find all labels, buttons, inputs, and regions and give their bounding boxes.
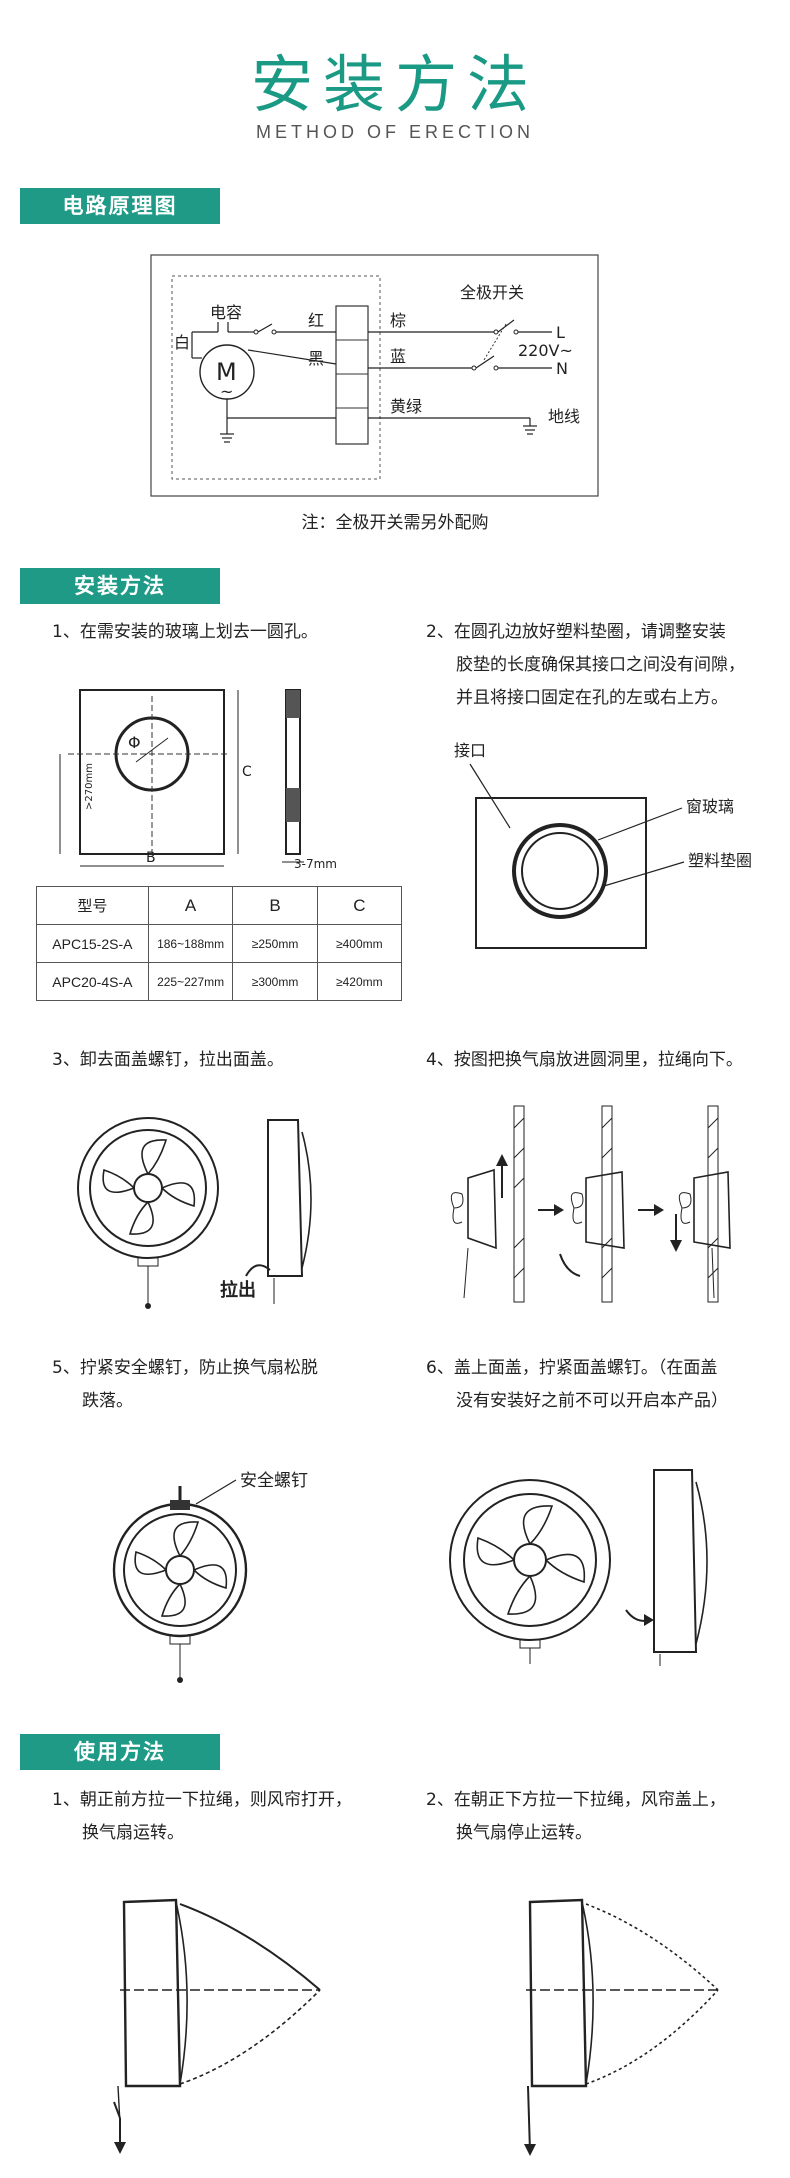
label-capacitor: 电容 — [210, 303, 242, 322]
safety-screw-diagram: 安全螺钉 — [112, 1471, 308, 1683]
label-motor-tilde: ~ — [220, 382, 233, 401]
label-voltage: 220V~ — [518, 341, 573, 360]
usage-close-diagram — [524, 1898, 719, 2156]
label-motor: M — [216, 358, 237, 386]
insert-fan-diagram — [450, 1105, 731, 1303]
usage-open-diagram — [113, 1898, 321, 2154]
spec-header-model: 型号 — [36, 886, 149, 925]
remove-cover-diagram: 拉出 — [77, 1117, 312, 1309]
label-plastic-gasket: 塑料垫圈 — [688, 851, 752, 870]
label-blue-wire: 蓝 — [390, 347, 406, 366]
label-window-glass: 窗玻璃 — [686, 797, 734, 816]
label-dim-270: >270mm — [84, 763, 95, 810]
page-title: 安装方法 — [250, 48, 539, 121]
label-dim-c: C — [242, 764, 252, 780]
glass-hole-diagram: Φ C B >270mm 3-7mm — [59, 689, 337, 871]
section-badge-install: 安装方法 — [20, 568, 220, 604]
label-phi: Φ — [128, 733, 141, 752]
install-step-3: 3、卸去面盖螺钉，拉出面盖。 — [52, 1050, 284, 1070]
section-badge-usage: 使用方法 — [20, 1734, 220, 1770]
label-safety-screw: 安全螺钉 — [240, 1471, 308, 1491]
page-subtitle: METHOD OF ERECTION — [256, 122, 534, 142]
usage-step-2: 2、在朝正下方拉一下拉绳，风帘盖上， 换气扇停止运转。 — [426, 1790, 726, 1843]
reinstall-cover-diagram — [449, 1469, 708, 1666]
gasket-diagram: 接口 窗玻璃 塑料垫圈 — [454, 741, 752, 949]
spec-header-b: B — [232, 886, 318, 925]
label-black-wire: 黑 — [308, 349, 324, 368]
circuit-note: 注：全极开关需另外配购 — [301, 513, 489, 533]
label-dim-b: B — [146, 850, 156, 866]
label-white-wire: 白 — [174, 333, 190, 352]
label-all-pole-switch: 全极开关 — [460, 283, 524, 302]
label-red-wire: 红 — [308, 311, 324, 330]
circuit-diagram: 电容 白 M ~ 红 黑 棕 蓝 黄绿 全极开关 L 220V~ N 地线 — [150, 254, 599, 497]
install-step-6: 6、盖上面盖，拧紧面盖螺钉。（在面盖 没有安装好之前不可以开启本产品） — [426, 1358, 728, 1411]
label-pull-out: 拉出 — [220, 1279, 256, 1301]
label-ground: 地线 — [548, 407, 580, 426]
label-live: L — [556, 323, 565, 342]
spec-header-c: C — [316, 886, 403, 925]
spec-table: 型号 A B C APC15-2S-A 186~188mm ≥250mm ≥40… — [36, 886, 403, 1001]
spec-header-a: A — [147, 886, 234, 925]
label-yellow-green-wire: 黄绿 — [390, 397, 422, 416]
label-thickness: 3-7mm — [294, 857, 337, 871]
label-brown-wire: 棕 — [390, 311, 406, 330]
label-joint: 接口 — [454, 741, 486, 760]
usage-step-1: 1、朝正前方拉一下拉绳，则风帘打开， 换气扇运转。 — [52, 1790, 352, 1843]
install-step-5: 5、拧紧安全螺钉，防止换气扇松脱 跌落。 — [52, 1358, 318, 1411]
install-step-4: 4、按图把换气扇放进圆洞里，拉绳向下。 — [426, 1050, 743, 1070]
install-step-1: 1、在需安装的玻璃上划去一圆孔。 — [52, 622, 318, 642]
table-row: APC20-4S-A 225~227mm ≥300mm ≥420mm — [36, 962, 403, 1001]
table-row: APC15-2S-A 186~188mm ≥250mm ≥400mm — [36, 924, 403, 963]
label-neutral: N — [556, 359, 568, 378]
install-step-2: 2、在圆孔边放好塑料垫圈，请调整安装 胶垫的长度确保其接口之间没有间隙， 并且将… — [426, 622, 745, 708]
section-badge-circuit: 电路原理图 — [20, 188, 220, 224]
